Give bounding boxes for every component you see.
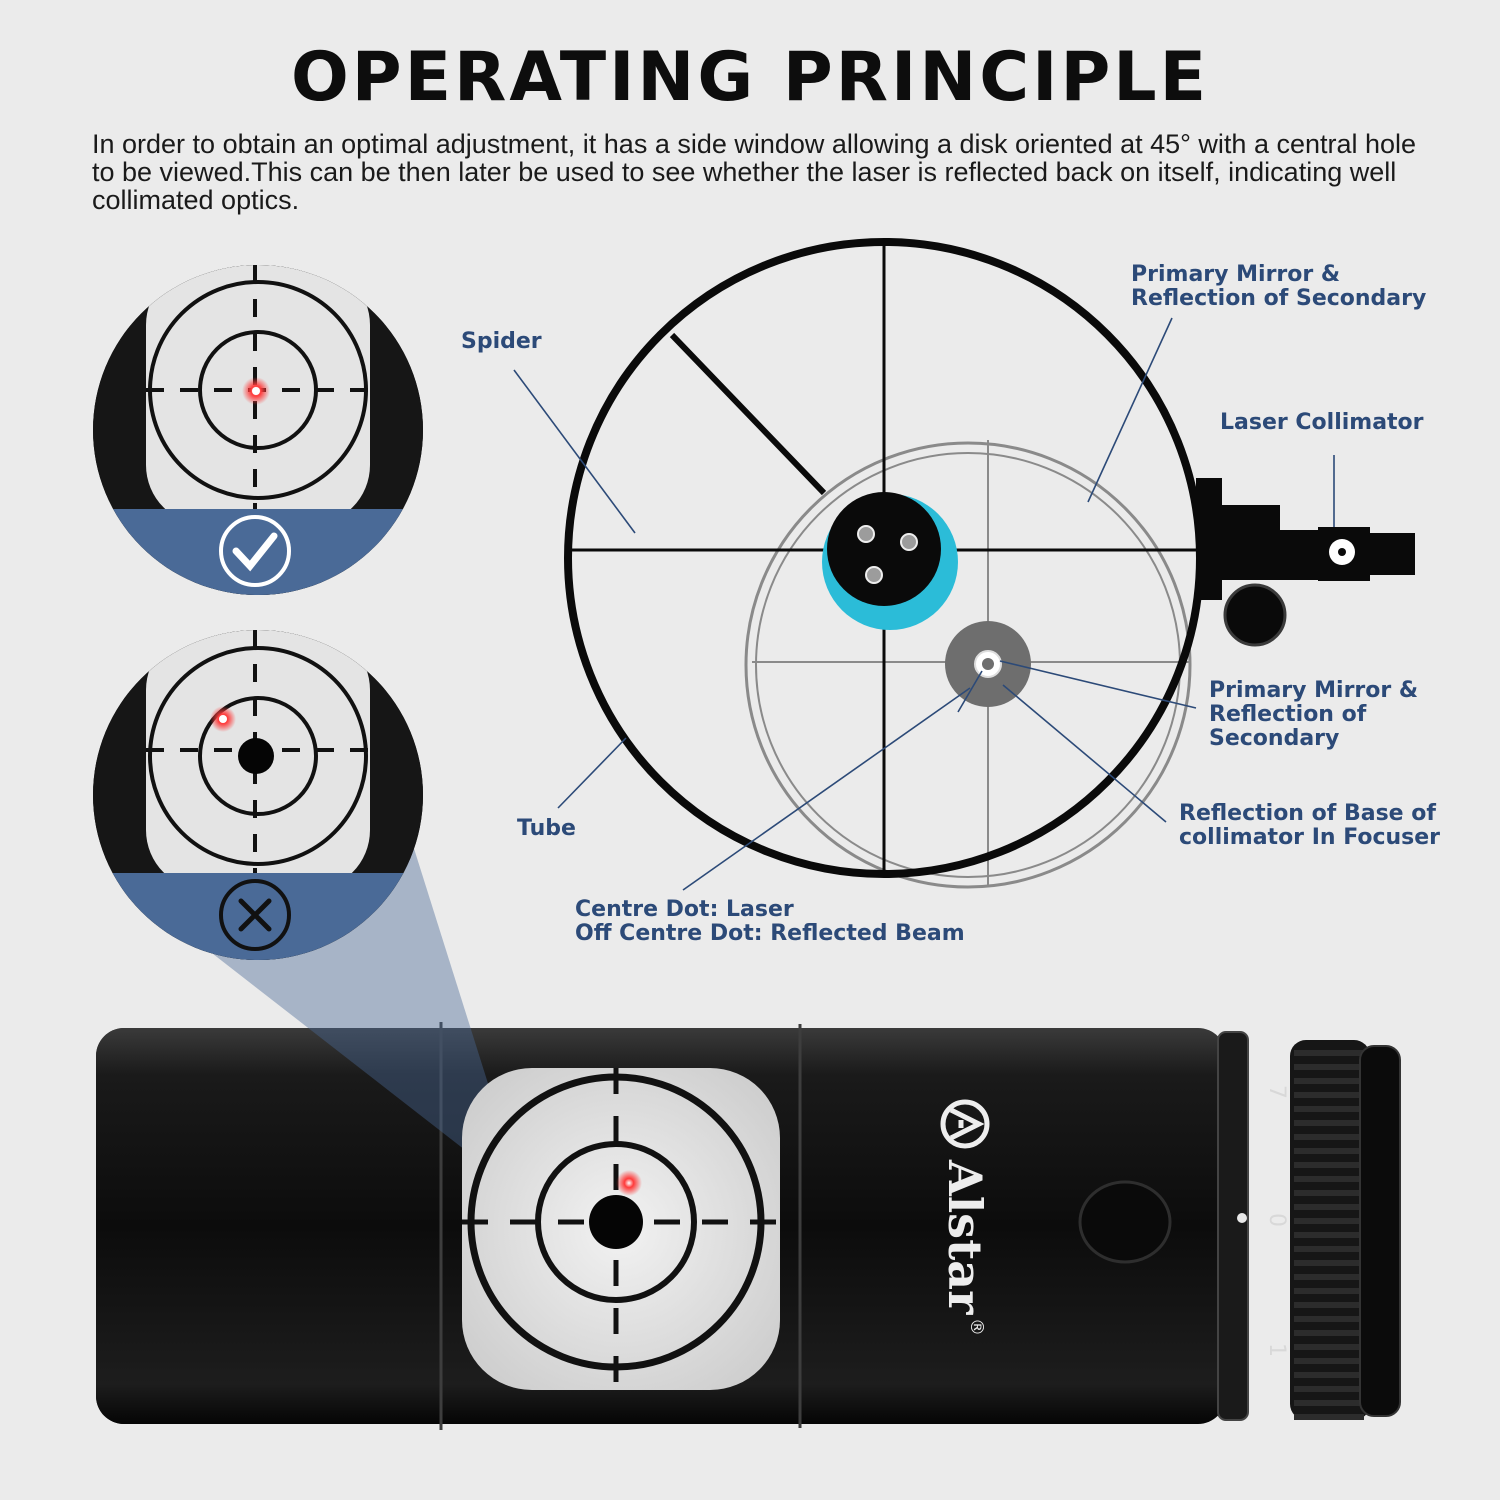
telescope-schematic <box>513 238 1415 891</box>
dial-dot <box>1237 1213 1247 1223</box>
intro-paragraph: In order to obtain an optimal adjustment… <box>92 129 1417 215</box>
reflected-laser-dot <box>616 1170 642 1196</box>
dial-mark-1: 1 <box>1264 1343 1289 1357</box>
collimator-base-reflection <box>945 621 1031 707</box>
incorrect-alignment-example <box>93 630 423 960</box>
correct-alignment-example <box>93 265 423 595</box>
label-centre-dot: Centre Dot: Laser Off Centre Dot: Reflec… <box>575 897 965 946</box>
page-title: OPERATING PRINCIPLE <box>290 38 1210 117</box>
label-laser-collimator: Laser Collimator <box>1220 410 1424 435</box>
callout-leader-lines <box>513 317 1335 891</box>
label-reflection-base: Reflection of Base of collimator In Focu… <box>1179 801 1441 850</box>
viewing-window-target <box>462 1068 780 1390</box>
secondary-mirror <box>822 492 958 630</box>
label-spider: Spider <box>461 329 542 354</box>
alstar-logo: Alstar ® <box>938 1099 992 1336</box>
label-tube: Tube <box>517 816 576 841</box>
focuser-knob <box>1223 583 1287 647</box>
brand-name: Alstar <box>938 1159 992 1315</box>
label-primary-mirror-right: Primary Mirror & Reflection of Secondary <box>1209 678 1419 751</box>
check-icon <box>219 515 291 587</box>
dial-mark-7: 7 <box>1264 1085 1289 1099</box>
adjustment-screw <box>1078 1180 1172 1264</box>
dial-mark-0: 0 <box>1264 1213 1289 1227</box>
focus-knob <box>1290 1040 1401 1420</box>
laser-collimator-focuser <box>1196 478 1415 647</box>
label-primary-mirror-top: Primary Mirror & Reflection of Secondary <box>1131 262 1427 311</box>
registered-mark: ® <box>966 1318 987 1336</box>
cross-icon <box>219 879 291 951</box>
